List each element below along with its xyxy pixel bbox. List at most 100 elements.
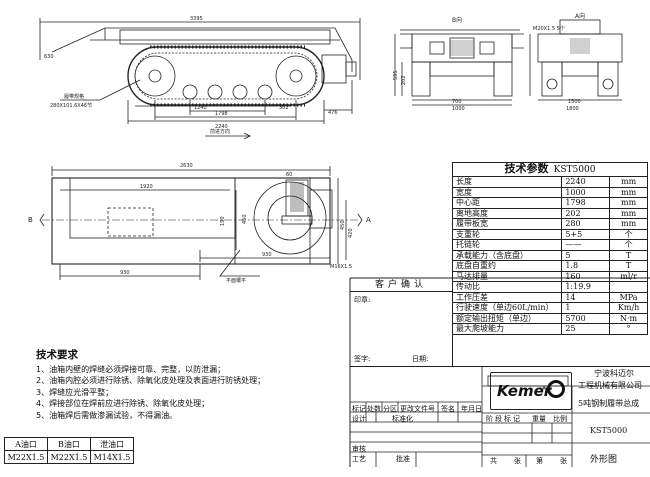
- tech-param-value: 1:19.9: [561, 281, 611, 293]
- view-b-label: B向: [452, 16, 462, 24]
- tech-param-value: 5700: [561, 312, 611, 324]
- tech-params-title: 技术参数: [504, 162, 549, 175]
- tech-param-label: 离地高度: [451, 207, 563, 219]
- port-header-b: B油口: [47, 437, 91, 451]
- port-value-a: M22X1.5: [4, 450, 48, 464]
- dim-2240: 2240: [215, 124, 228, 130]
- dim-1500: 1500: [568, 99, 581, 105]
- tech-param-label: 支重轮: [451, 228, 563, 240]
- drive-sprocket: [275, 55, 317, 97]
- frame-outline: [51, 27, 353, 72]
- port-value-b: M22X1.5: [47, 450, 91, 464]
- motor-block: [321, 54, 347, 84]
- tech-param-value: 1: [561, 302, 611, 314]
- requirement-item: 3、焊缝应光滑平整；: [36, 387, 114, 397]
- tech-param-unit: mm: [609, 186, 648, 198]
- tech-param-value: 14: [561, 291, 611, 303]
- requirements-title: 技术要求: [36, 349, 78, 361]
- dim-595: 595: [393, 70, 399, 80]
- tech-param-row: 托链轮——个: [451, 239, 648, 251]
- sheet-number: 第: [536, 457, 543, 465]
- sheet-unit-1: 张: [514, 457, 521, 465]
- plan-dim-60: 60: [286, 172, 292, 178]
- tech-param-value: 1.8: [561, 260, 611, 272]
- a-view-track-left: [541, 61, 563, 97]
- dim-630: 630: [44, 54, 54, 60]
- tech-params-model: KST5000: [553, 165, 596, 175]
- tech-param-value: 1000: [561, 186, 611, 198]
- dim-302: 302: [279, 105, 289, 111]
- row-process: 工艺: [352, 455, 366, 463]
- kemer-logo-box: Kemer: [490, 372, 572, 410]
- dim-3395: 3395: [190, 16, 203, 22]
- track-chain: [127, 46, 325, 106]
- technical-requirements: 技术要求 1、油箱内壁的焊缝必须焊接可靠、完整，以防泄漏； 2、油箱内腔必须进行…: [36, 349, 266, 421]
- tech-param-label: 最大爬坡能力: [451, 323, 563, 335]
- dim-1800: 1800: [566, 106, 579, 112]
- drawing-name: 外形图: [590, 455, 618, 465]
- plan-dim-930b: 930: [262, 252, 272, 258]
- travel-direction: 前进方向: [210, 128, 230, 135]
- rev-header-date: 年月日: [461, 405, 482, 413]
- tech-param-value: 2240: [561, 176, 611, 188]
- dim-1000: 1000: [452, 106, 465, 112]
- customer-seal-label: 印章:: [354, 296, 371, 304]
- tech-param-unit: T: [609, 249, 648, 261]
- tech-param-unit: [609, 281, 648, 293]
- port-header-a: A油口: [4, 437, 48, 451]
- plan-cutout: [107, 207, 154, 237]
- dim-202: 202: [401, 75, 407, 85]
- requirement-item: 2、油箱内腔必须进行除锈、除氧化皮处理及表面进行防锈处理；: [36, 376, 266, 385]
- stage-header: 阶段标记: [486, 415, 522, 423]
- plan-dim-930a: 930: [120, 270, 130, 276]
- rev-header-sign: 签名: [441, 405, 455, 413]
- tech-param-unit: 个: [609, 228, 648, 240]
- tech-param-unit: N·m: [609, 312, 648, 324]
- view-a-label: A向: [575, 12, 585, 20]
- tech-param-label: 承载能力（含底盘）: [451, 249, 563, 261]
- tech-param-label: 工作压差: [451, 291, 563, 303]
- tech-param-label: 额定输出扭矩（单边）: [451, 312, 563, 324]
- plan-level-note: 平面镶平: [226, 277, 246, 284]
- tech-param-value: 160: [561, 270, 611, 282]
- weight-header: 重量: [532, 415, 546, 423]
- tech-param-value: 280: [561, 218, 611, 230]
- plan-dim-450a: 450: [242, 214, 248, 224]
- tech-param-unit: T: [609, 260, 648, 272]
- tech-param-value: 202: [561, 207, 611, 219]
- track-note-1: 履带规格: [64, 93, 84, 100]
- plan-view-outline: [51, 177, 331, 265]
- plan-dim-1920: 1920: [140, 184, 153, 190]
- kemer-logo-ring-icon: [547, 380, 565, 398]
- tech-param-unit: mm: [609, 218, 648, 230]
- bolt-note: M20X1.5 5个: [533, 26, 565, 32]
- tech-param-label: 底盘自重约: [451, 260, 563, 272]
- tech-param-unit: Km/h: [609, 302, 648, 314]
- tech-param-value: 25: [561, 323, 611, 335]
- customer-confirm-box: 客户确认 印章: 签字: 日期:: [350, 279, 453, 366]
- b-view-track-left: [411, 61, 431, 97]
- tech-param-value: 5+5: [561, 228, 611, 240]
- plan-dim-2630: 2630: [180, 163, 193, 169]
- kemer-logo: Kemer: [497, 382, 552, 400]
- rev-header-count: 处数: [367, 405, 381, 413]
- sheet-unit-2: 张: [560, 457, 567, 465]
- tech-param-unit: ml/r: [609, 270, 648, 282]
- dim-700: 700: [452, 99, 462, 105]
- sheet-total: 共: [490, 457, 497, 465]
- dim-476: 476: [328, 110, 338, 116]
- row-design: 设计: [352, 415, 366, 423]
- plan-dim-190: 190: [220, 216, 226, 226]
- plan-dim-420: 420: [348, 228, 354, 238]
- tech-param-unit: °: [609, 323, 648, 335]
- customer-title: 客户确认: [350, 279, 452, 292]
- tech-param-value: 5: [561, 249, 611, 261]
